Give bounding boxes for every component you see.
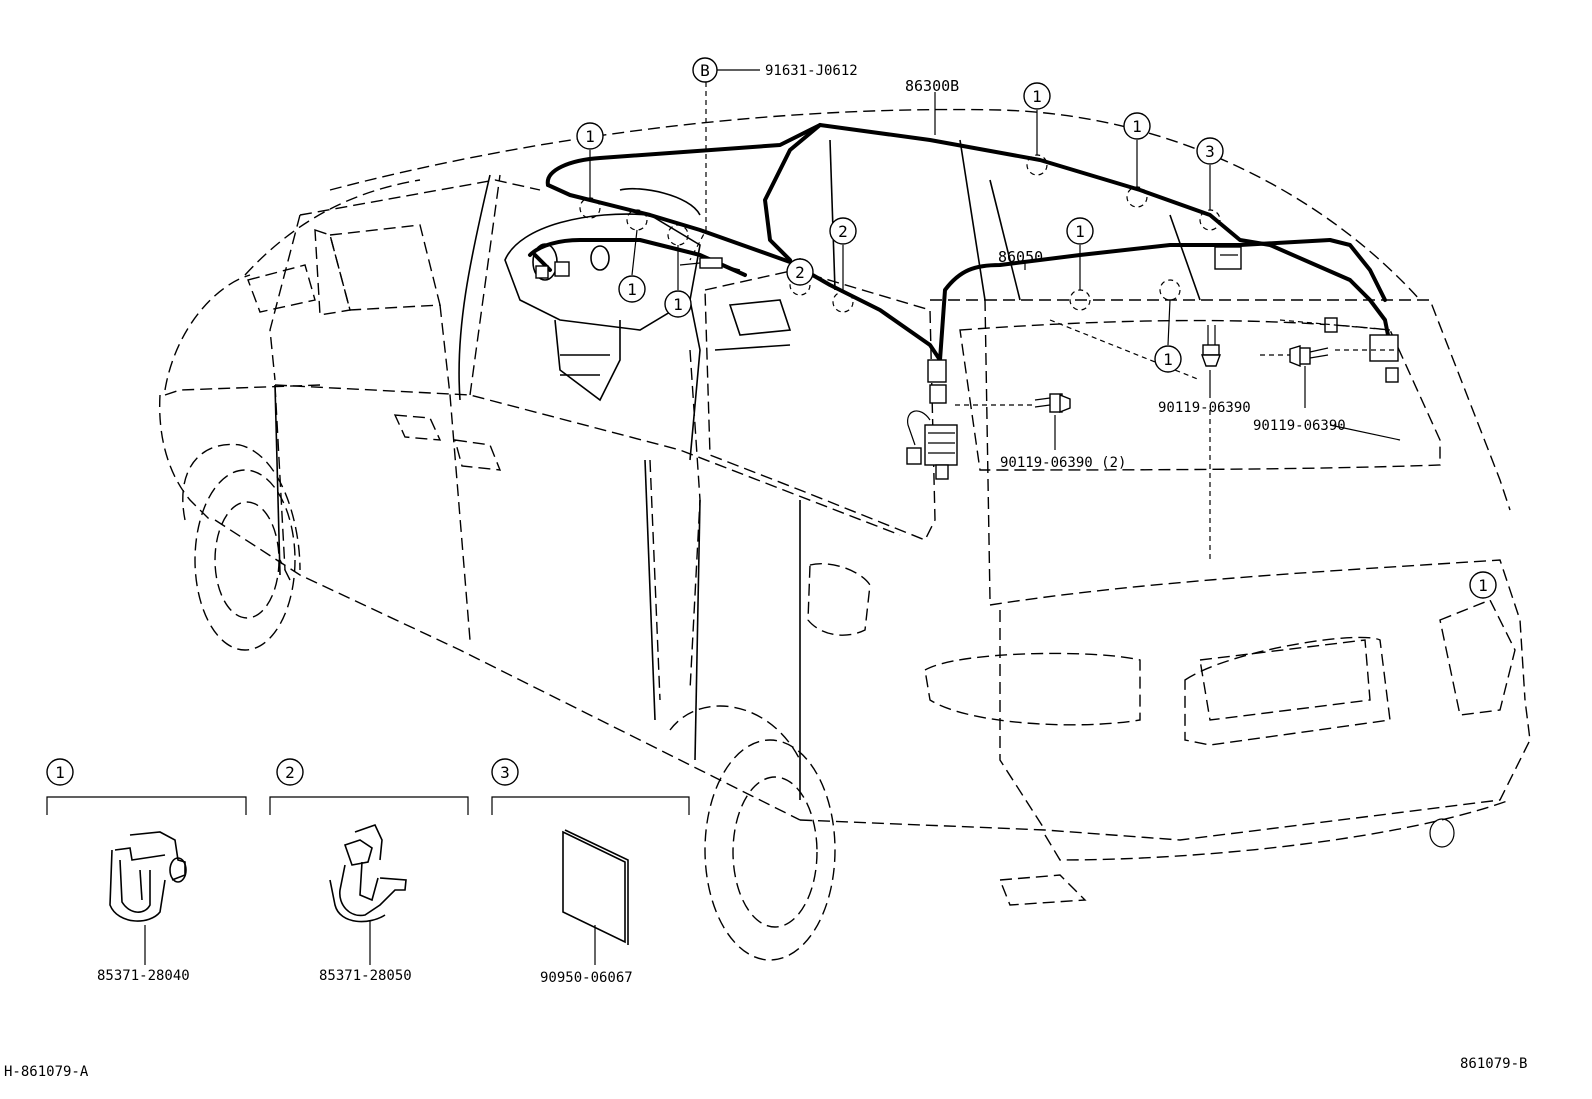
callout-2: 2 bbox=[838, 222, 848, 241]
callout-2-markers bbox=[276, 217, 857, 786]
part-label-bolt-right: 90119-06390 bbox=[1253, 418, 1346, 434]
part-label-bolt-mid: 90119-06390 bbox=[1158, 400, 1251, 416]
callout-1: 1 bbox=[1075, 222, 1085, 241]
footer-right-code: 861079-B bbox=[1460, 1056, 1527, 1072]
callout-3: 3 bbox=[1205, 142, 1215, 161]
callout-3-markers bbox=[491, 137, 1224, 786]
harness-connectors bbox=[535, 246, 1399, 480]
bolt-icon-right bbox=[1289, 345, 1329, 368]
clamp-icon-2 bbox=[329, 824, 407, 965]
legend-callout-3: 3 bbox=[500, 763, 510, 782]
callout-1: 1 bbox=[1163, 350, 1173, 369]
callout-markers bbox=[692, 57, 718, 83]
callout-b-marker bbox=[692, 57, 718, 83]
part-label-screw-b: 91631-J0612 bbox=[765, 63, 858, 79]
bolt-icons bbox=[1034, 325, 1329, 414]
rear-wire-harness bbox=[938, 238, 1387, 362]
callout-1-markers bbox=[46, 82, 1497, 786]
part-label-roof-harness: 86300B bbox=[905, 77, 959, 95]
callout-2: 2 bbox=[795, 263, 805, 282]
part-label-clamp-1: 85371-28040 bbox=[97, 968, 190, 984]
legend-callout-2: 2 bbox=[285, 763, 295, 782]
vehicle-outline bbox=[158, 108, 1531, 961]
callout-1: 1 bbox=[1032, 87, 1042, 106]
footer-left-code: H-861079-A bbox=[4, 1064, 89, 1080]
leader-lines bbox=[589, 69, 1401, 560]
callout-b: B bbox=[700, 61, 710, 80]
callout-1: 1 bbox=[627, 280, 637, 299]
part-label-clamp-2: 85371-28050 bbox=[319, 968, 412, 984]
part-label-rear-harness: 86050 bbox=[998, 248, 1043, 266]
legend-callout-1: 1 bbox=[55, 763, 65, 782]
callout-1: 1 bbox=[673, 295, 683, 314]
callout-1: 1 bbox=[1478, 576, 1488, 595]
legend-brackets bbox=[46, 796, 690, 815]
clamp-positions bbox=[579, 154, 1221, 313]
bolt-icon-mid bbox=[1201, 325, 1221, 367]
callout-1: 1 bbox=[1132, 117, 1142, 136]
part-label-bolt-left: 90119-06390 (2) bbox=[1000, 455, 1126, 471]
cushion-icon-3 bbox=[562, 829, 629, 965]
callout-1: 1 bbox=[585, 127, 595, 146]
clamp-icon-1 bbox=[109, 831, 187, 965]
part-label-cushion-3: 90950-06067 bbox=[540, 970, 633, 986]
bolt-icon-left bbox=[1034, 393, 1071, 414]
roof-wire-harness bbox=[528, 123, 1392, 362]
